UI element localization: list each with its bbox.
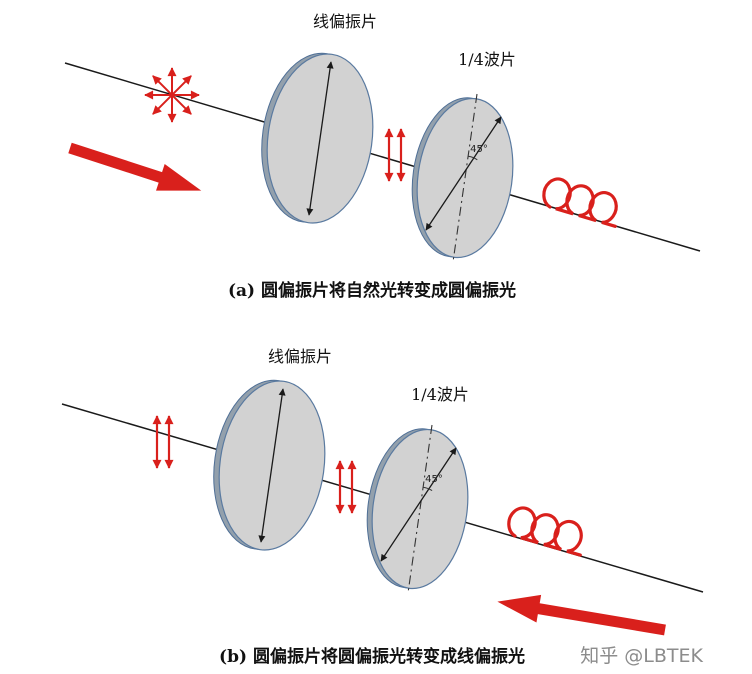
angle-arc [423,486,433,492]
watermark: 知乎 @LBTEK [580,645,703,667]
angle-45-label: 45° [470,144,488,155]
quarter-waveplate-disk [366,428,469,590]
fast-axis-arrow [380,447,457,562]
quarter-waveplate-label: 1/4波片 [411,385,469,404]
angle-arc [468,155,478,161]
incident-light-arrow [497,594,666,636]
natural-light-star [144,67,200,123]
polarizer-transmission-axis-arrow [258,388,286,543]
panel-b-caption: (b) 圆偏振片将圆偏振光转变成线偏振光 [219,646,525,667]
polarizer-transmission-axis-arrow [306,61,334,216]
incident-light-arrow [68,142,202,191]
angle-45-label: 45° [425,474,443,485]
linear-polarizer-label: 线偏振片 [268,347,332,366]
panel-b: 线偏振片 1/4波片 45° [61,347,704,667]
linear-polarizer-disk [213,379,326,551]
quarter-waveplate-label: 1/4波片 [458,50,516,69]
fast-axis-arrow [425,116,502,231]
linear-polarization-arrows-left [152,415,174,469]
panel-a: 线偏振片 1/4波片 [64,12,701,301]
panel-a-caption: (a) 圆偏振片将自然光转变成圆偏振光 [228,280,516,301]
circular-polarization-helix [542,177,618,228]
quarter-waveplate-disk [411,97,514,259]
linear-polarization-arrows-middle [335,460,357,514]
linear-polarization-arrows [384,128,406,182]
linear-polarizer-label: 线偏振片 [313,12,377,31]
linear-polarizer-disk [261,52,374,224]
circular-polarization-helix [507,506,583,557]
